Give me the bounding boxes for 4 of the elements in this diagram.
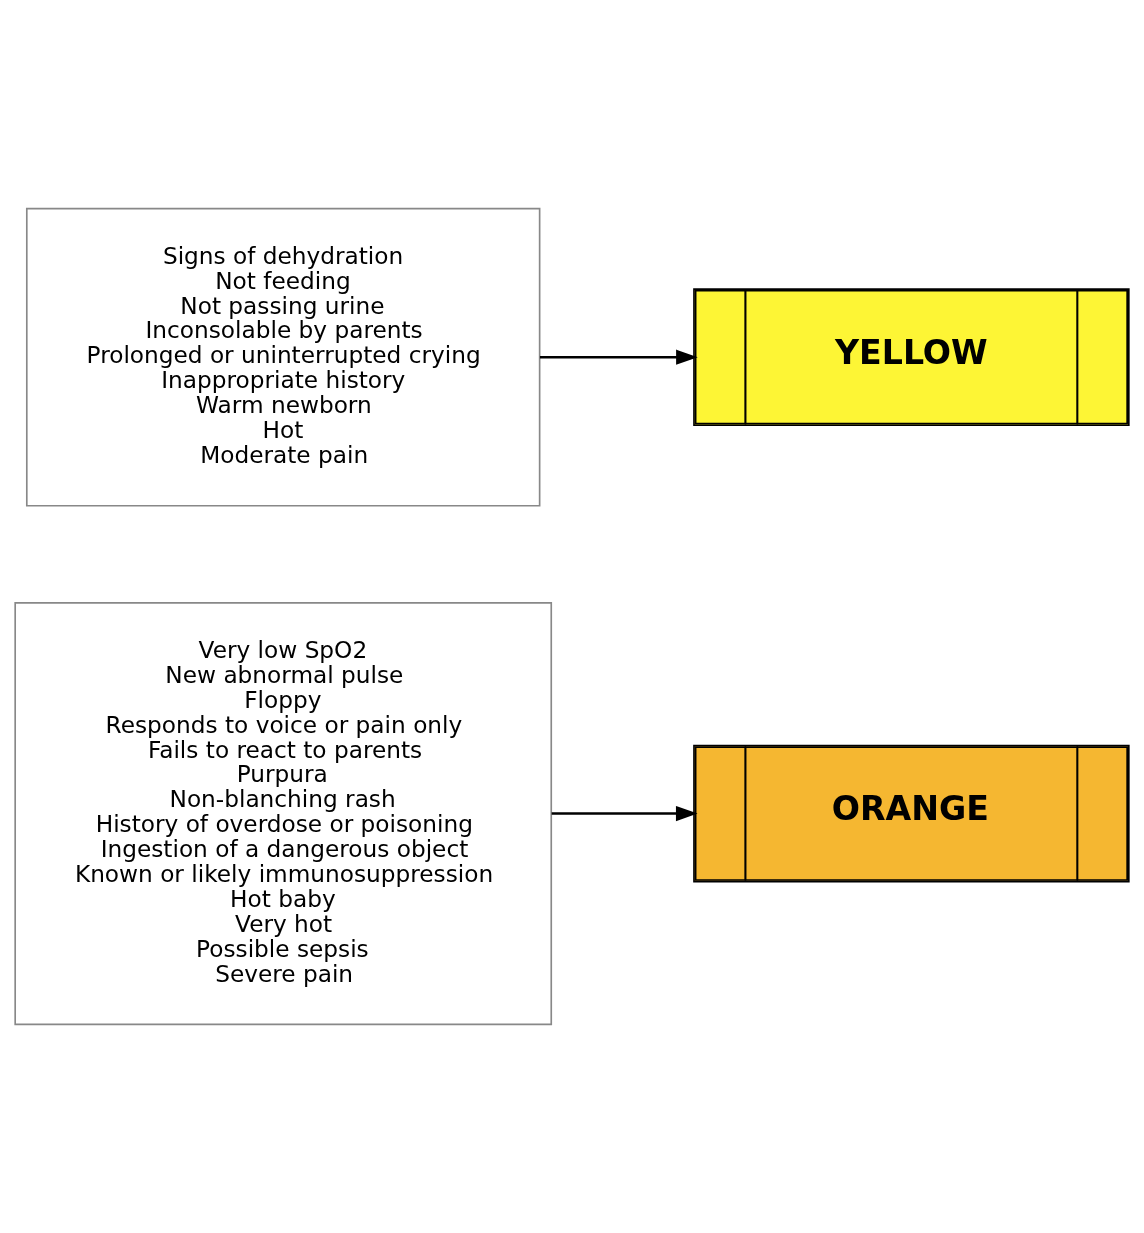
node-box: Very low SpO2 New abnormal pulse Floppy Responds to voice or pain only Fails to react to parents Purpura Non-blanching rash History of overdose or poisoning Ingestion of a dangerous object Known or likely immunosuppression Hot baby Very hot Possible sepsis Severe pain: [14, 601, 553, 1026]
arrow: [551, 806, 698, 822]
arrow: [539, 349, 698, 365]
node-box: Signs of dehydration Not feeding Not passing urine Inconsolable by parents Prolonged or uninterrupted crying Inappropriate history Warm newborn Hot Moderate pain: [25, 207, 541, 507]
